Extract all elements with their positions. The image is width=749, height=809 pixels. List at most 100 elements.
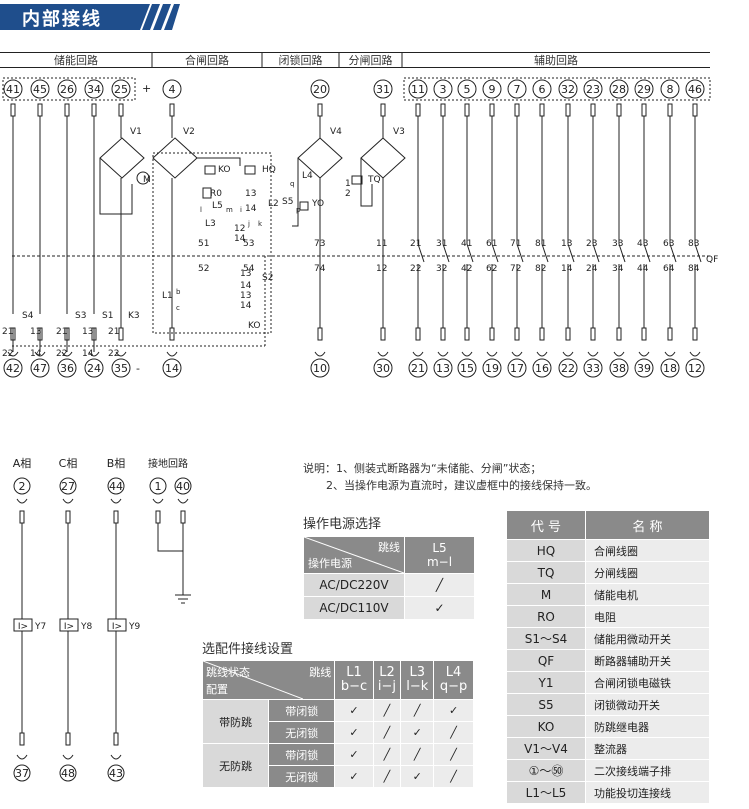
device-label: L2 <box>268 199 279 209</box>
name-hdr: 名 称 <box>585 510 710 540</box>
col-name: L3 <box>409 665 425 680</box>
options-mark: ✓ <box>334 743 374 766</box>
contact-blade <box>694 243 702 263</box>
connector-bottom <box>464 327 470 341</box>
phase-connector <box>113 510 119 524</box>
contact-blade <box>491 243 499 263</box>
connector-bottom <box>616 327 622 341</box>
terminal-top-number: 9 <box>489 83 496 96</box>
phase-label: C相 <box>59 457 78 470</box>
connector-bottom <box>169 327 175 341</box>
contact-number: 14 <box>240 281 252 291</box>
ground-terminal-number: 40 <box>176 480 190 493</box>
contact-number: 14 <box>82 349 94 359</box>
contact-number: 52 <box>198 264 209 274</box>
ground-terminal-number: 1 <box>155 480 162 493</box>
terminal-top <box>660 79 680 99</box>
terminal-top-number: 20 <box>313 83 327 96</box>
socket-arc <box>61 351 73 357</box>
col-sub: q−p <box>439 679 468 694</box>
terminal-bottom <box>373 358 393 378</box>
contact-blade <box>541 243 549 263</box>
device-label: V3 <box>393 127 405 137</box>
options-hdr-c: 配置 <box>206 683 228 696</box>
section-header-lines <box>0 52 710 68</box>
terminal-bottom <box>162 358 182 378</box>
connector-bottom <box>489 327 495 341</box>
options-header-cell: 跳线状态 跳线 配置 <box>201 660 336 700</box>
contact-number: 61 <box>486 239 497 249</box>
socket-arc <box>16 498 28 504</box>
code-hdr: 代 号 <box>506 510 586 540</box>
dashed-terminal-box-right <box>403 77 711 101</box>
socket-arc <box>377 351 389 357</box>
terminal-top <box>583 79 603 99</box>
contact-number: 63 <box>663 239 674 249</box>
terminal-bottom <box>310 358 330 378</box>
device-label: V2 <box>183 127 195 137</box>
terminal-top <box>310 79 330 99</box>
options-group-label: 无防跳 <box>201 743 270 788</box>
connector-bottom <box>440 327 446 341</box>
terminal-top <box>111 79 131 99</box>
terminal-top-number: 3 <box>440 83 447 96</box>
wire-path <box>197 157 241 166</box>
connector-top <box>464 103 470 117</box>
pin-letter: b <box>176 288 181 296</box>
coil-hq <box>244 165 256 175</box>
contact-number: 42 <box>461 264 472 274</box>
terminal-bottom <box>482 358 502 378</box>
power-col-name: L5 <box>432 541 447 555</box>
connector-top <box>64 103 70 117</box>
terminal-bottom <box>408 358 428 378</box>
contact-number: 21 <box>108 327 119 337</box>
terminal-bottom <box>634 358 654 378</box>
code-cell: S5 <box>506 693 586 716</box>
socket-arc <box>16 754 28 760</box>
socket-arc <box>7 351 19 357</box>
options-mark: ✓ <box>400 765 435 788</box>
wire-path <box>292 158 299 227</box>
device-symbols <box>2 77 711 334</box>
terminal-top <box>532 79 552 99</box>
phase-terminal-number: 27 <box>61 480 75 493</box>
contact-number: 54 <box>243 264 255 274</box>
options-row-label: 带闭锁 <box>268 743 336 766</box>
connector-top <box>440 103 446 117</box>
contact-number: 21 <box>410 239 421 249</box>
device-label: L3 <box>205 219 216 229</box>
options-row-label: 无闭锁 <box>268 721 336 744</box>
contact-number: 43 <box>637 239 648 249</box>
connector-top <box>169 103 175 117</box>
terminal-bottom-number: 42 <box>6 362 20 375</box>
contact-blade <box>618 243 626 263</box>
phase-label: A相 <box>13 457 32 470</box>
power-header-cell: 跳线 操作电源 <box>303 536 405 574</box>
device-label: S2 <box>262 273 273 283</box>
name-cell: 二次接线端子排 <box>585 759 710 782</box>
contact-number: 1 <box>345 179 351 189</box>
device-label: L5 <box>212 201 223 211</box>
ground-wire <box>157 523 183 552</box>
wire-path <box>99 158 133 215</box>
pin-letter: c <box>176 304 180 312</box>
phase-label: B相 <box>107 457 126 470</box>
device-label: M <box>143 175 151 185</box>
coil-tq <box>351 175 363 185</box>
phase-terminal-bottom <box>59 764 77 782</box>
wire-path <box>360 158 373 207</box>
page-title: 内部接线 <box>22 9 102 30</box>
contact-number: 33 <box>612 239 623 249</box>
socket-arc <box>437 351 449 357</box>
options-mark: ╱ <box>372 699 402 722</box>
pin-letter: i <box>240 206 242 214</box>
contact-blade <box>669 243 677 263</box>
phase-connector <box>65 732 71 746</box>
device-label: L4 <box>302 171 313 181</box>
ground-connector <box>180 510 186 524</box>
connector-top <box>118 103 124 117</box>
